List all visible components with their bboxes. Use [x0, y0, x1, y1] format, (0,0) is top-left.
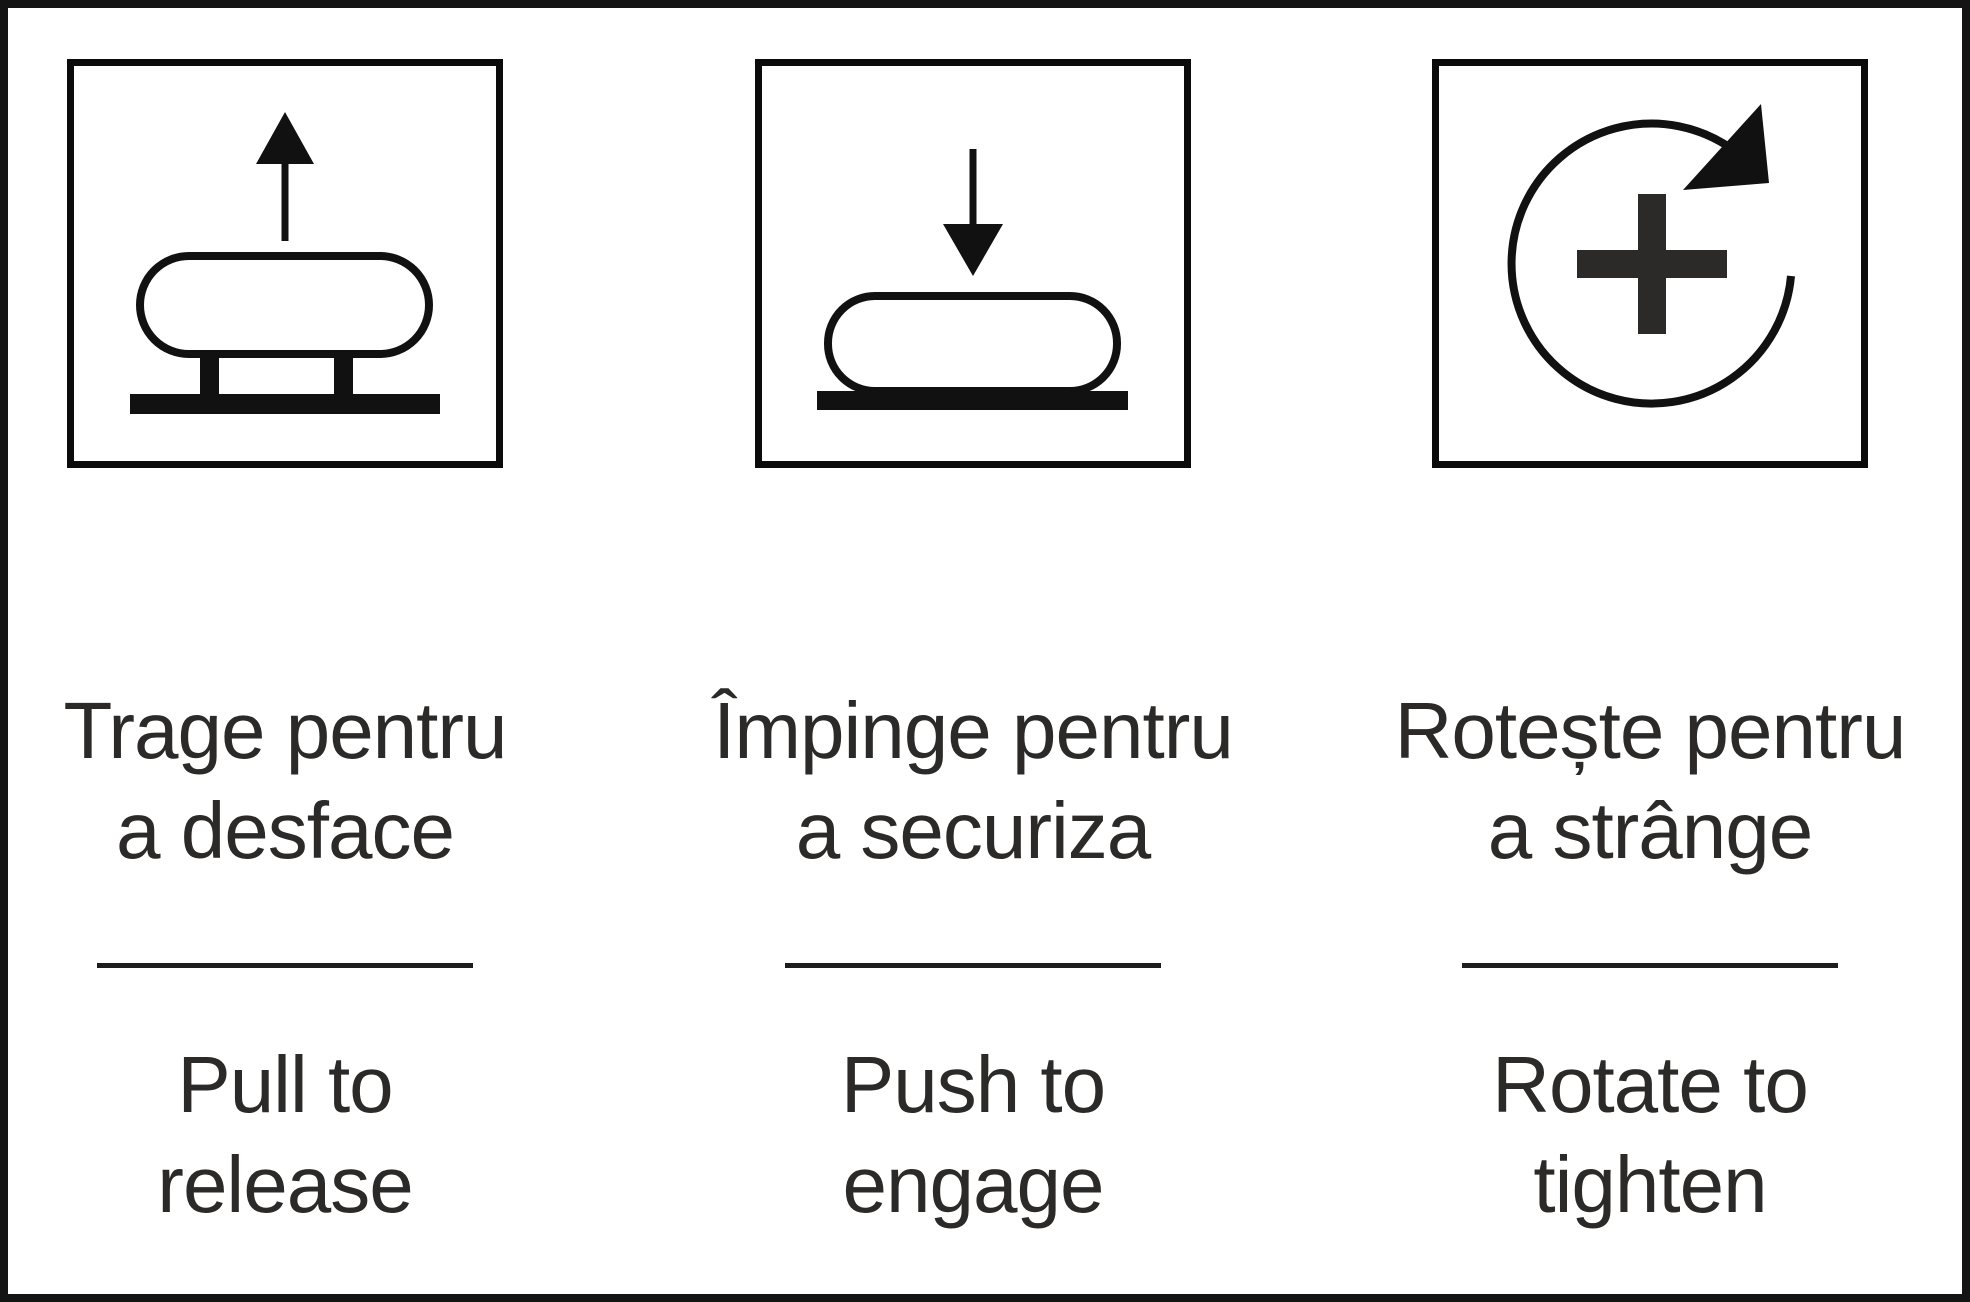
english-line2: engage: [842, 1140, 1105, 1229]
english-label: Push to engage: [713, 1035, 1233, 1235]
rotation-arc: [1507, 119, 1795, 408]
push-down-icon: [817, 149, 1128, 410]
english-line1: Rotate to: [1492, 1040, 1809, 1129]
base-bar: [130, 394, 440, 414]
panel-pull-to-release: Trage pentru a desface Pull to release: [25, 8, 545, 1294]
pull-up-icon: [130, 112, 440, 414]
english-line1: Push to: [840, 1040, 1106, 1129]
divider-line: [785, 963, 1161, 968]
latch-leg-left: [200, 352, 219, 396]
latch-body: [136, 252, 433, 358]
push-icon-box: [755, 59, 1191, 468]
romanian-label: Rotește pentru a strânge: [1390, 681, 1910, 881]
rotation-arrow-head: [1683, 104, 1769, 190]
english-line1: Pull to: [177, 1040, 393, 1129]
arrow-up-head: [256, 112, 314, 164]
romanian-line1: Trage pentru: [63, 686, 507, 775]
romanian-line2: a securiza: [795, 786, 1152, 875]
romanian-line1: Rotește pentru: [1394, 686, 1907, 775]
romanian-line1: Împinge pentru: [713, 686, 1234, 775]
plus-vertical: [1638, 194, 1666, 334]
romanian-label: Împinge pentru a securiza: [713, 681, 1234, 881]
base-bar: [817, 391, 1128, 410]
english-label: Pull to release: [25, 1035, 545, 1235]
english-line2: tighten: [1533, 1140, 1767, 1229]
latch-leg-right: [334, 352, 353, 396]
english-label: Rotate to tighten: [1390, 1035, 1910, 1235]
romanian-label: Trage pentru a desface: [25, 681, 545, 881]
arrow-down-head: [943, 224, 1003, 276]
romanian-line2: a desface: [116, 786, 455, 875]
rotate-clockwise-icon: [1507, 104, 1795, 408]
divider-line: [97, 963, 473, 968]
divider-line: [1462, 963, 1838, 968]
pull-icon-box: [67, 59, 503, 468]
latch-body: [824, 292, 1121, 395]
romanian-line2: a strânge: [1487, 786, 1814, 875]
panel-push-to-engage: Împinge pentru a securiza Push to engage: [713, 8, 1234, 1294]
panel-rotate-to-tighten: Rotește pentru a strânge Rotate to tight…: [1390, 8, 1910, 1294]
rotate-icon-box: [1432, 59, 1868, 468]
english-line2: release: [157, 1140, 413, 1229]
